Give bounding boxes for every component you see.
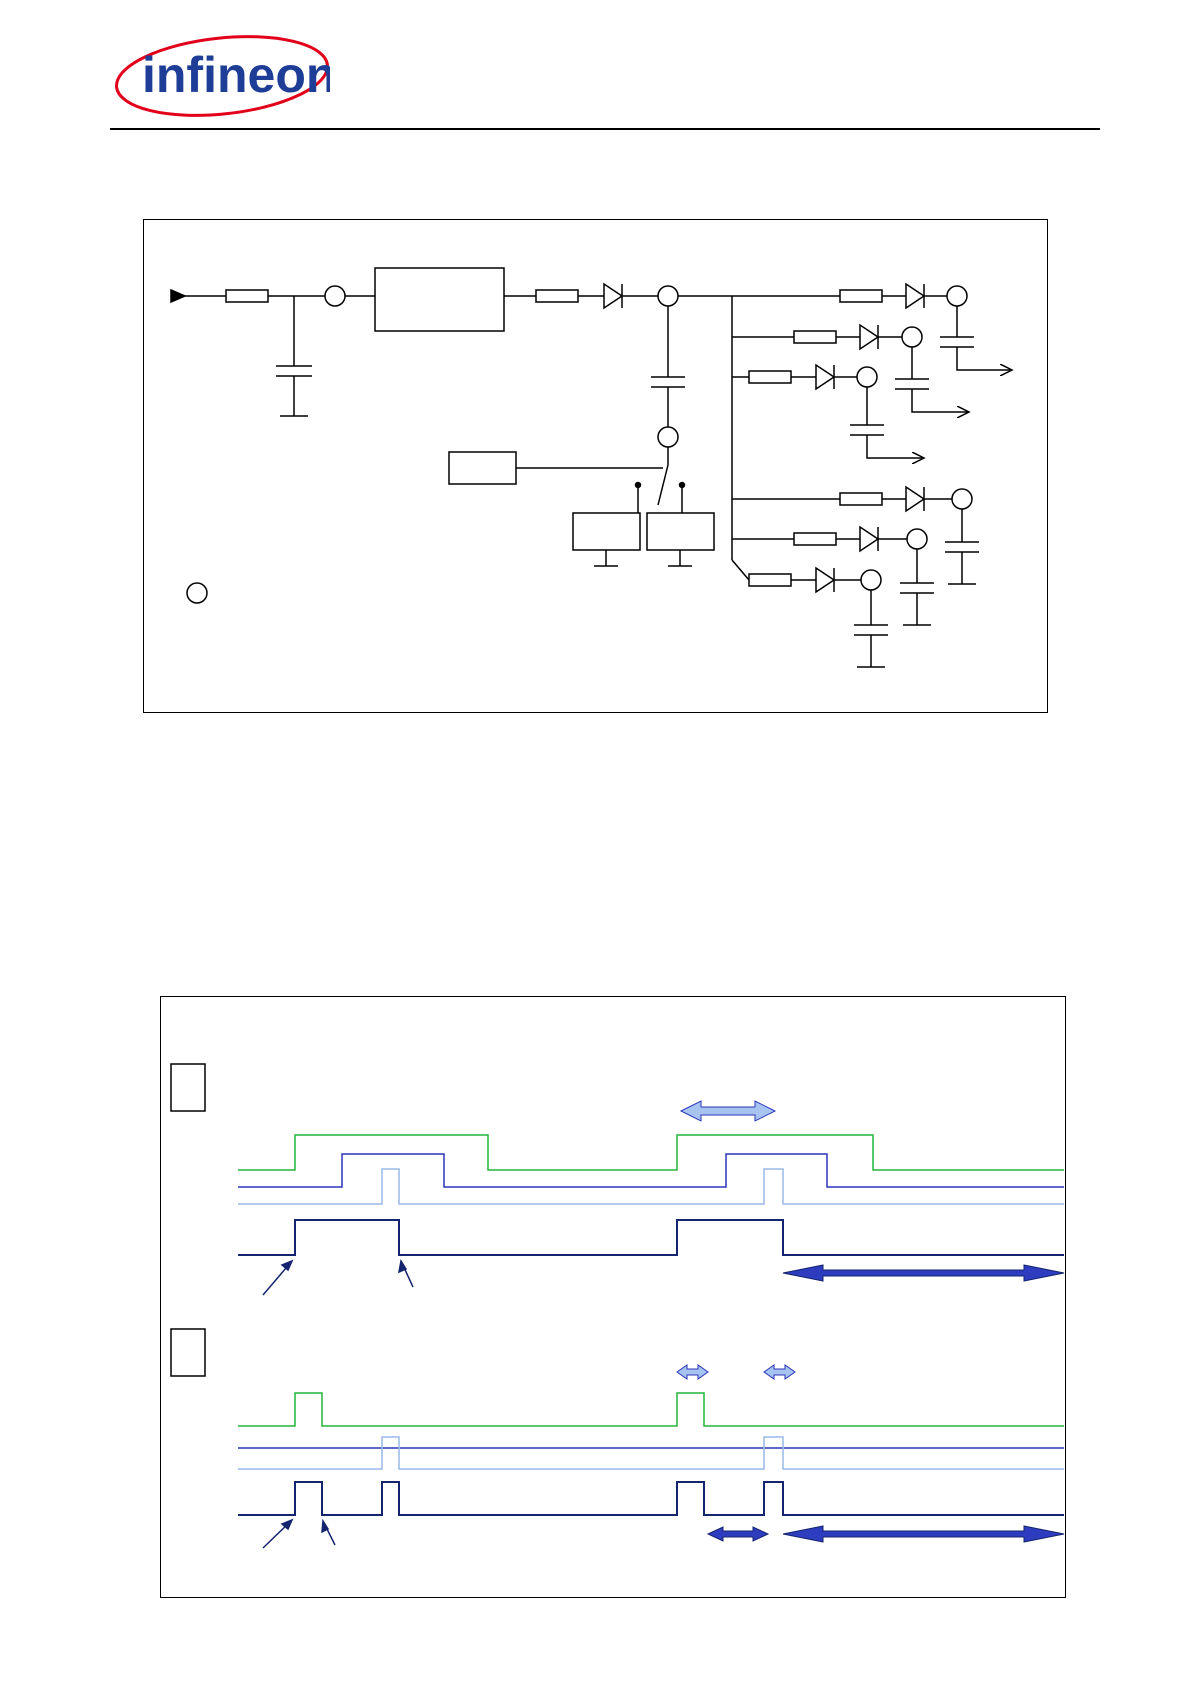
branch-3-diode xyxy=(815,363,836,391)
legend-node-symbol xyxy=(186,582,208,604)
timing-figure xyxy=(160,996,1066,1598)
panel-a-upper-double-arrow xyxy=(679,1100,777,1122)
node-vs xyxy=(657,426,679,448)
branch-4-resistor xyxy=(839,492,883,506)
branch-1-output-arrow xyxy=(956,347,1012,370)
node-vb xyxy=(657,285,679,307)
panel-a-trace-green xyxy=(238,1134,1064,1171)
branch-6-diode xyxy=(815,566,836,594)
input-arrowhead xyxy=(170,288,187,304)
control-block xyxy=(448,451,517,485)
panel-b-lower-double-arrow-1 xyxy=(706,1526,770,1542)
infineon-logo: infineon xyxy=(115,35,330,117)
panel-a-trace-blue xyxy=(238,1153,1064,1188)
input-resistor xyxy=(225,289,269,303)
timing-diagram xyxy=(170,1063,1065,1549)
schematic-figure xyxy=(143,219,1048,713)
panel-a-trace-navy xyxy=(238,1219,1064,1256)
panel-b-trace-navy xyxy=(238,1481,1064,1516)
branch-2-resistor xyxy=(793,330,837,344)
branch-3-resistor xyxy=(748,370,792,384)
branch-4-diode xyxy=(905,485,926,513)
regulator-output-resistor xyxy=(535,289,579,303)
header-rule xyxy=(110,128,1100,130)
switch-blade xyxy=(657,464,669,506)
branch-6-node xyxy=(860,569,882,591)
logo-wordmark: infineon xyxy=(142,47,330,103)
low-side-block-2 xyxy=(646,512,715,551)
panel-b-label-box xyxy=(170,1328,206,1377)
panel-b-lower-double-arrow-2 xyxy=(782,1525,1065,1543)
panel-b-double-arrow-1 xyxy=(676,1364,709,1380)
panel-a-lower-double-arrow xyxy=(782,1264,1065,1282)
branch-1-resistor xyxy=(839,289,883,303)
branch-2-output-arrow xyxy=(911,389,969,412)
branch-2-node xyxy=(901,326,923,348)
branch-5-diode xyxy=(859,525,880,553)
branch-2-diode xyxy=(859,323,880,351)
panel-a-trace-light-blue xyxy=(238,1168,1064,1205)
branch-3-node xyxy=(856,366,878,388)
branch-6-resistor xyxy=(748,573,792,587)
panel-b-trace-green xyxy=(238,1392,1064,1427)
branch-5-resistor xyxy=(793,532,837,546)
panel-a-label-box xyxy=(170,1063,206,1112)
regulator-block xyxy=(374,267,505,332)
panel-b-double-arrow-2 xyxy=(763,1364,796,1380)
panel-b-trace-light-blue xyxy=(238,1436,1064,1470)
branch-1-diode xyxy=(905,282,926,310)
node-vin xyxy=(324,285,346,307)
bootstrap-diode xyxy=(603,282,624,310)
branch-5-node xyxy=(906,528,928,550)
branch-3-output-arrow xyxy=(866,435,924,458)
schematic-diagram xyxy=(170,267,1047,668)
branch-1-node xyxy=(946,285,968,307)
low-side-block-1 xyxy=(572,512,641,551)
branch-4-node xyxy=(951,488,973,510)
